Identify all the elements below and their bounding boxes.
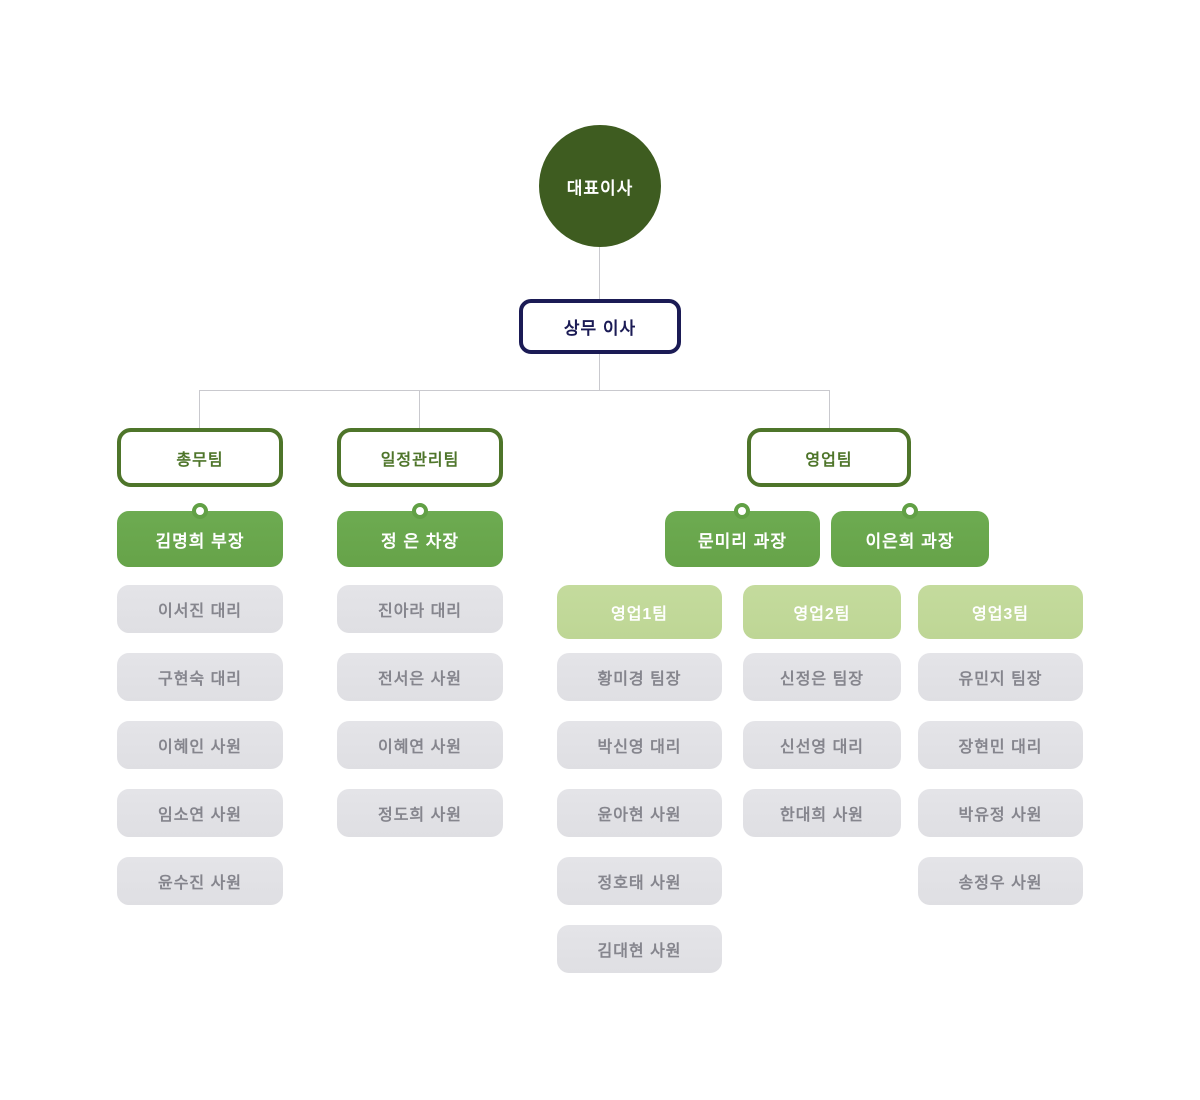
- node-ceo: 대표이사: [539, 125, 661, 247]
- member-box: 유민지 팀장: [918, 653, 1083, 701]
- connector-horizontal: [199, 390, 830, 391]
- team-box-schedule-management: 일정관리팀: [337, 428, 503, 487]
- member-box: 전서은 사원: [337, 653, 503, 701]
- member-box: 박신영 대리: [557, 721, 722, 769]
- member-box: 장현민 대리: [918, 721, 1083, 769]
- manager-box: 문미리 과장: [665, 511, 820, 567]
- connector-dot: [412, 503, 428, 519]
- node-managing-director: 상무 이사: [519, 299, 681, 354]
- member-box: 황미경 팀장: [557, 653, 722, 701]
- subteam-box-sales-2: 영업2팀: [743, 585, 901, 639]
- subteam-box-sales-3: 영업3팀: [918, 585, 1083, 639]
- connector-drop-team2: [419, 390, 420, 428]
- connector-dot: [734, 503, 750, 519]
- manager-box: 김명희 부장: [117, 511, 283, 567]
- manager-box: 이은희 과장: [831, 511, 989, 567]
- member-box: 한대희 사원: [743, 789, 901, 837]
- member-box: 이혜연 사원: [337, 721, 503, 769]
- member-box: 이혜인 사원: [117, 721, 283, 769]
- connector-ceo-director: [599, 247, 600, 299]
- team-box-sales: 영업팀: [747, 428, 911, 487]
- member-box: 신정은 팀장: [743, 653, 901, 701]
- member-box: 박유정 사원: [918, 789, 1083, 837]
- connector-director-drop: [599, 354, 600, 390]
- member-box: 송정우 사원: [918, 857, 1083, 905]
- member-box: 윤수진 사원: [117, 857, 283, 905]
- member-box: 김대현 사원: [557, 925, 722, 973]
- member-box: 신선영 대리: [743, 721, 901, 769]
- member-box: 윤아현 사원: [557, 789, 722, 837]
- team-box-general-affairs: 총무팀: [117, 428, 283, 487]
- member-box: 구현숙 대리: [117, 653, 283, 701]
- member-box: 정도희 사원: [337, 789, 503, 837]
- manager-box: 정 은 차장: [337, 511, 503, 567]
- connector-dot: [902, 503, 918, 519]
- member-box: 정호태 사원: [557, 857, 722, 905]
- member-box: 이서진 대리: [117, 585, 283, 633]
- connector-drop-team1: [199, 390, 200, 428]
- member-box: 임소연 사원: [117, 789, 283, 837]
- subteam-box-sales-1: 영업1팀: [557, 585, 722, 639]
- connector-dot: [192, 503, 208, 519]
- connector-drop-team3: [829, 390, 830, 428]
- member-box: 진아라 대리: [337, 585, 503, 633]
